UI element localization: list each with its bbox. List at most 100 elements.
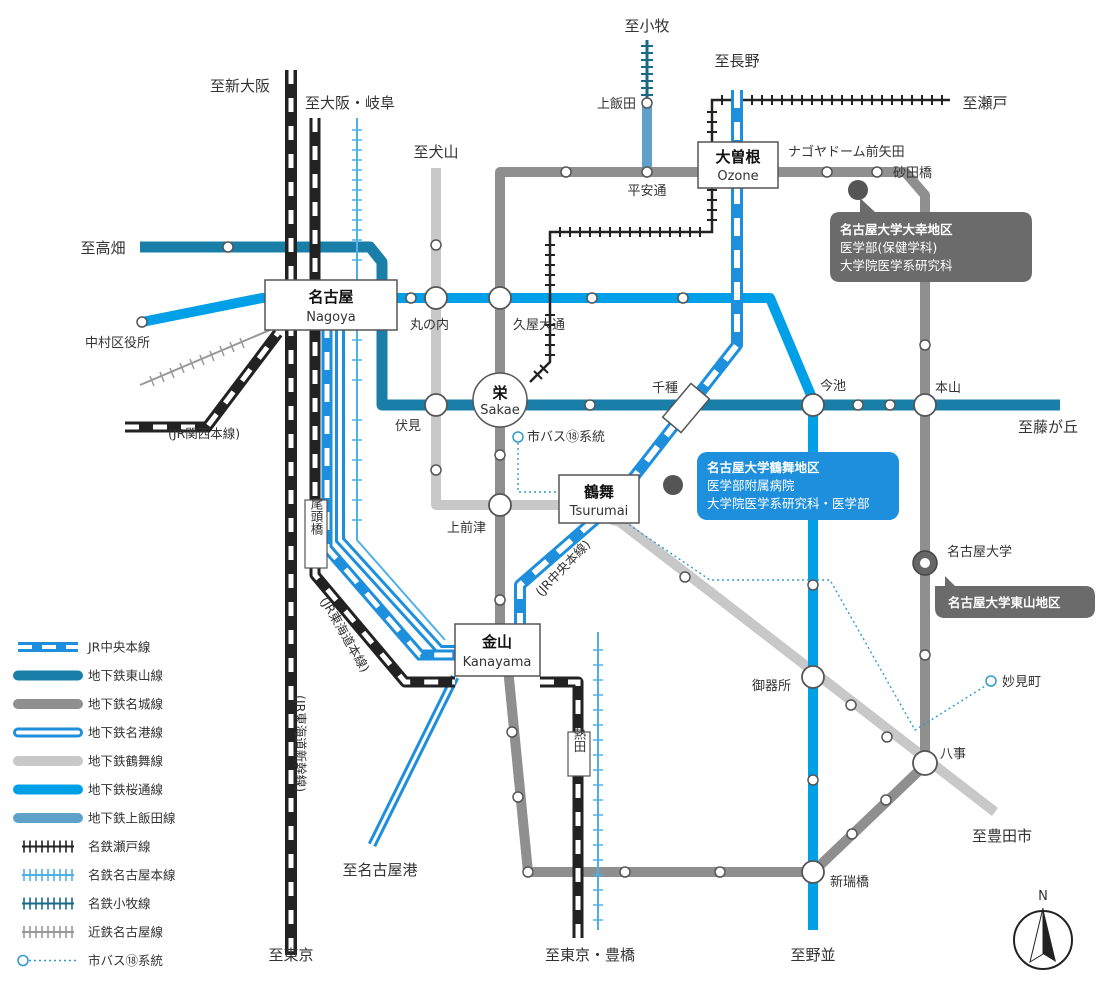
label-sunadabashi: 砂田橋 (893, 166, 932, 181)
fushimi-node (424, 393, 448, 417)
campus-tsurumai-title: 名古屋大学鶴舞地区 (707, 460, 820, 475)
legend-item: 名鉄小牧線 (22, 896, 151, 911)
station-ozone: 大曽根 Ozone (697, 141, 779, 189)
dir-nagoyako: 至名古屋港 (342, 861, 417, 879)
legend-item: JR中央本線 (18, 640, 151, 655)
station-tsurumai-ja: 鶴舞 (584, 483, 614, 501)
campus-tsurumai: 名古屋大学鶴舞地区 医学部附属病院 大学院医学系研究科・医学部 (663, 452, 899, 520)
label-nagoya-dome: ナゴヤドーム前矢田 (788, 144, 905, 160)
legend-item: 市バス⑱系統 (17, 953, 163, 968)
label-kamiiida: 上飯田 (597, 97, 636, 112)
station-dot (881, 731, 893, 743)
legend-label: 地下鉄東山線 (88, 668, 164, 683)
meitetsu-seto-ticks (533, 95, 943, 380)
dir-shin-osaka: 至新大阪 (210, 77, 270, 95)
meitetsu-nagoya-line (356, 118, 599, 930)
motoyama-node (913, 393, 937, 417)
label-gokiso: 御器所 (752, 679, 791, 694)
legend-item: 地下鉄鶴舞線 (13, 754, 164, 769)
station-dot (641, 97, 653, 109)
jr-kansai-line (125, 329, 283, 433)
station-kanayama-ja: 金山 (481, 633, 512, 651)
compass: N (1013, 889, 1073, 970)
station-dot (430, 239, 442, 251)
station-dot (884, 399, 896, 411)
direction-labels: 至新大阪 至大阪・岐阜 至犬山 至小牧 至長野 至瀬戸 至高畑 至藤が丘 至豊田… (80, 17, 1078, 964)
legend-label: 地下鉄名城線 (88, 697, 164, 712)
station-dot (586, 292, 598, 304)
dir-osaka-gifu: 至大阪・岐阜 (305, 94, 395, 112)
legend-label: 地下鉄名港線 (88, 725, 164, 740)
station-dot (405, 292, 417, 304)
station-dot (584, 399, 596, 411)
legend-item: 地下鉄名城線 (13, 697, 164, 712)
campus-higashiyama-title: 名古屋大学東山地区 (948, 595, 1061, 610)
large-stations (424, 286, 938, 884)
label-nagoya-daigaku: 名古屋大学 (947, 544, 1012, 560)
campus-higashiyama: 名古屋大学東山地区 (935, 576, 1095, 618)
campus-daiko-line2: 大学院医学系研究科 (840, 258, 953, 273)
dir-tokyo: 至東京 (268, 946, 313, 964)
campus-tsurumai-line2: 大学院医学系研究科・医学部 (707, 496, 870, 511)
atsuta-tag: 熱田 (567, 728, 591, 777)
station-nagoya: 名古屋 Nagoya (264, 279, 398, 331)
legend-label: 地下鉄鶴舞線 (88, 754, 164, 769)
dir-inuyama: 至犬山 (413, 143, 458, 161)
label-heiando: 平安通 (627, 184, 666, 199)
station-dot (852, 399, 864, 411)
label-shinkansen: (JR東海道新幹線) (293, 695, 308, 792)
legend-label: JR中央本線 (87, 640, 151, 655)
station-sakae-en: Sakae (480, 403, 519, 418)
bus-stop-marker (985, 675, 997, 687)
legend-label: 市バス⑱系統 (88, 953, 163, 968)
station-dots (136, 97, 931, 878)
station-dot (677, 292, 689, 304)
station-dot (494, 449, 506, 461)
jr-tokaido-line (309, 118, 584, 938)
dir-komaki: 至小牧 (624, 17, 669, 35)
label-hisaya-odori: 久屋大通 (513, 318, 565, 333)
legend-label: 近鉄名古屋線 (88, 925, 164, 940)
dir-tokyo-toyohashi: 至東京・豊橋 (545, 946, 635, 964)
label-imaike: 今池 (820, 378, 846, 394)
station-tsurumai: 鶴舞 Tsurumai (558, 474, 640, 524)
label-aratamabashi: 新瑞橋 (830, 874, 869, 890)
legend: JR中央本線地下鉄東山線地下鉄名城線地下鉄名港線地下鉄鶴舞線地下鉄桜通線地下鉄上… (13, 640, 176, 968)
station-dot (714, 866, 726, 878)
campus-tsurumai-line1: 医学部附属病院 (707, 478, 795, 493)
dir-nonami: 至野並 (790, 946, 835, 964)
station-dot (846, 828, 858, 840)
campus-daiko-title: 名古屋大学大幸地区 (840, 222, 953, 237)
bus18-line (517, 443, 991, 731)
station-ozone-en: Ozone (717, 169, 758, 184)
station-dot (494, 594, 506, 606)
station-dot (871, 166, 883, 178)
sakuradori-line (141, 293, 818, 930)
station-tsurumai-en: Tsurumai (569, 504, 629, 519)
station-dot (821, 166, 833, 178)
station-dot (679, 571, 691, 583)
label-marunouchi: 丸の内 (410, 317, 449, 333)
station-dot (506, 726, 518, 738)
legend-label: 名鉄小牧線 (88, 896, 151, 911)
station-dot (619, 866, 631, 878)
station-labels: 上飯田 平安通 ナゴヤドーム前矢田 砂田橋 中村区役所 丸の内 久屋大通 千種 … (85, 97, 1041, 890)
legend-label: 名鉄名古屋本線 (88, 868, 176, 883)
bus-stop-marker (512, 431, 524, 443)
dir-toyota: 至豊田市 (972, 827, 1032, 845)
legend-item: 地下鉄東山線 (13, 668, 164, 683)
compass-n-label: N (1038, 889, 1048, 904)
station-dot (512, 791, 524, 803)
gokiso-node (801, 665, 825, 689)
atsuta-label: 熱田 (572, 728, 587, 753)
jr-chuo-inner (321, 320, 455, 661)
legend-item: 地下鉄上飯田線 (13, 811, 176, 826)
station-kanayama-en: Kanayama (463, 655, 532, 670)
station-dot (880, 794, 892, 806)
station-kanayama: 金山 Kanayama (454, 623, 541, 677)
station-dot (522, 866, 534, 878)
legend-item: 名鉄瀬戸線 (22, 839, 151, 854)
station-dot (845, 699, 857, 711)
label-kamimaezu: 上前津 (447, 520, 486, 536)
